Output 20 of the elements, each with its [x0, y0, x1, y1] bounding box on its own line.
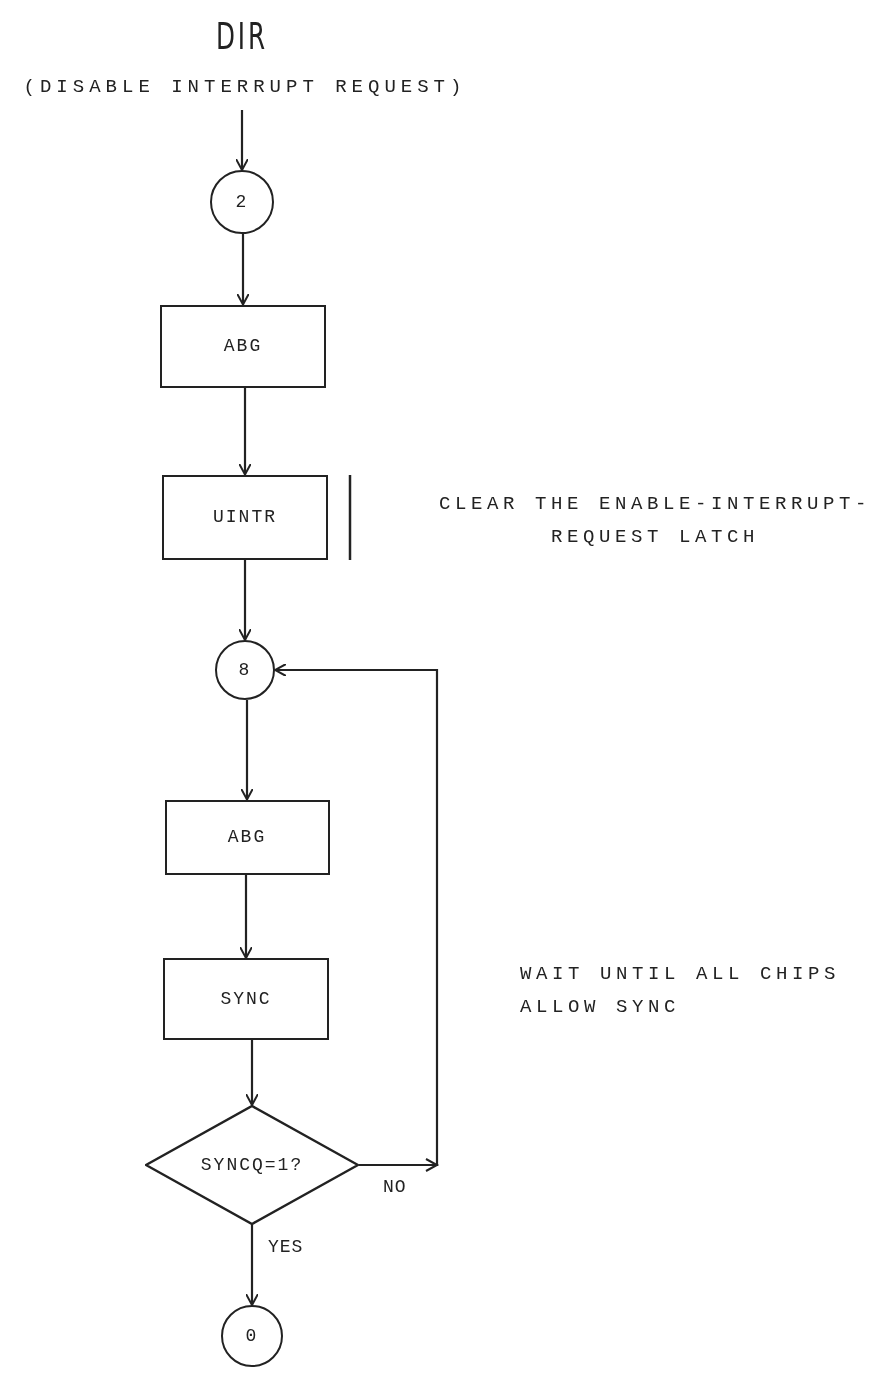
- annotation: WAIT UNTIL ALL CHIPS ALLOW SYNC: [520, 962, 842, 1020]
- node-label: SYNC: [220, 989, 272, 1009]
- process-box: [164, 799, 330, 875]
- connector-circle: [221, 1305, 283, 1367]
- connector-circle: [210, 170, 274, 234]
- connector-circle: [215, 640, 275, 700]
- annotation: CLEAR THE ENABLE-INTERRUPT- REQUEST LATCH: [437, 492, 873, 550]
- process-box: [160, 304, 326, 388]
- node-label: 8: [238, 660, 252, 680]
- node-label: UINTR: [213, 507, 277, 527]
- decision-diamond: [145, 1105, 359, 1225]
- node-label: SYNCQ=1?: [200, 1155, 304, 1175]
- subtitle: (DISABLE INTERRUPT REQUEST): [22, 76, 468, 98]
- node-label: 0: [245, 1326, 259, 1346]
- node-label: ABG: [227, 827, 267, 847]
- title: DIR: [215, 14, 269, 58]
- node-label: 2: [235, 192, 249, 212]
- node-label: ABG: [223, 336, 263, 356]
- process-box: [163, 958, 329, 1040]
- process-box: [162, 474, 328, 560]
